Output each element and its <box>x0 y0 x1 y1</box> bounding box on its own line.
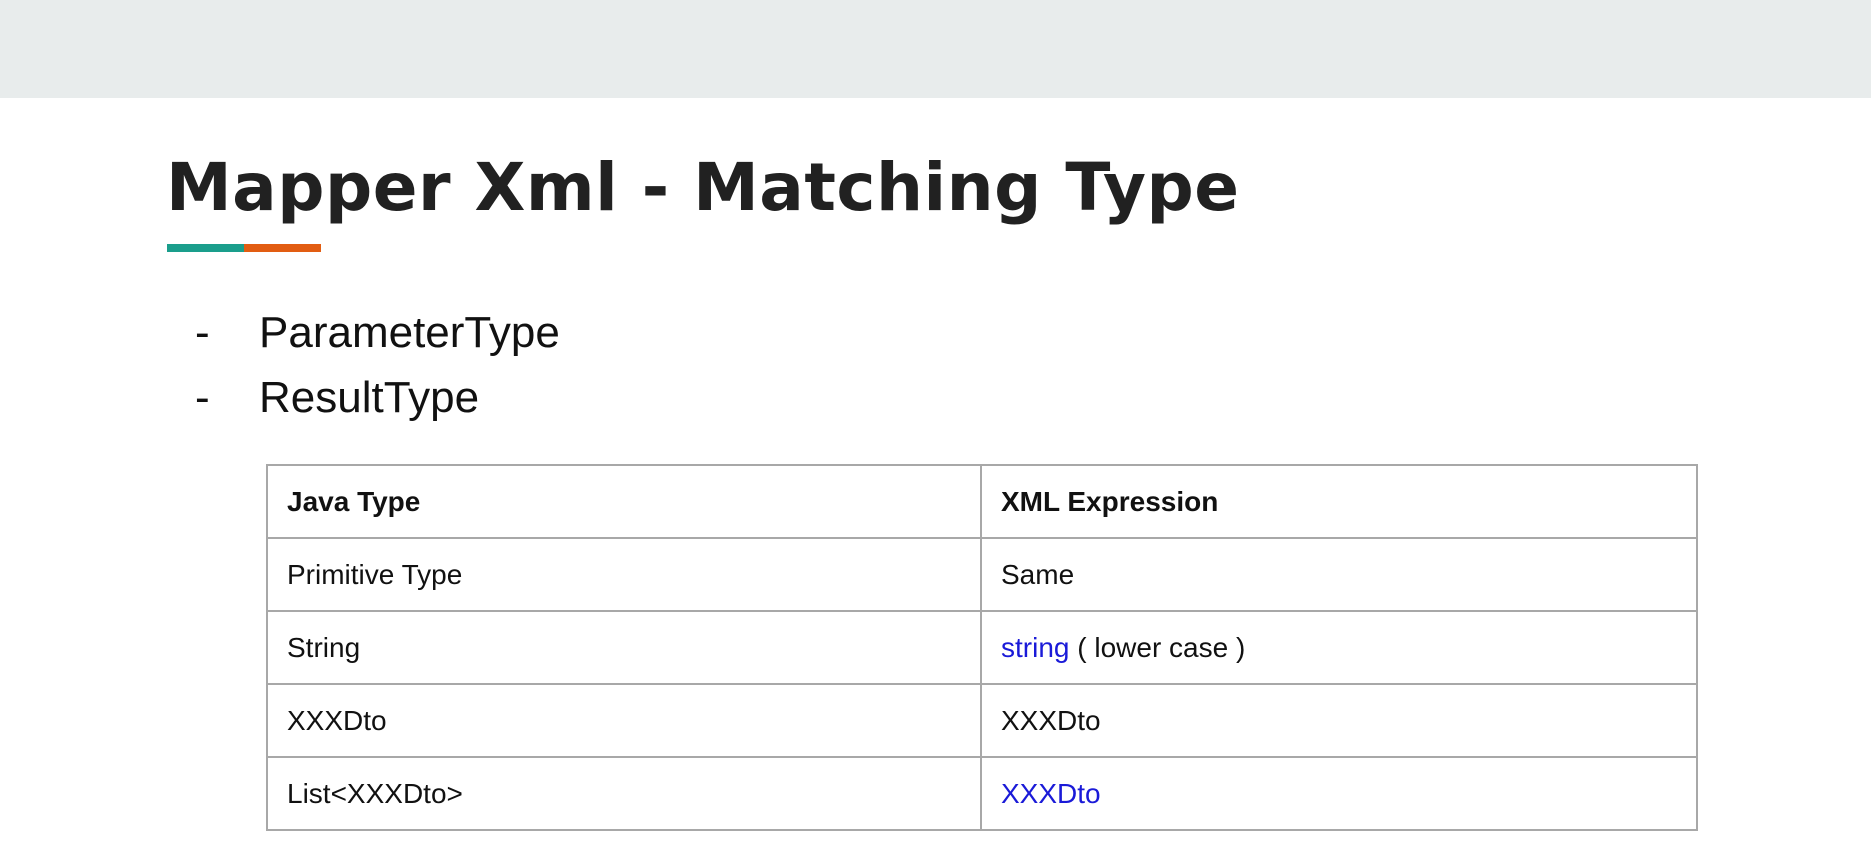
top-band <box>0 0 1871 98</box>
bullet-text: ParameterType <box>259 308 560 357</box>
xml-expression-value: Same <box>1001 558 1075 590</box>
table-header-row: Java Type XML Expression <box>266 464 1698 539</box>
bullet-text: ResultType <box>259 373 480 422</box>
xml-expression-value: string <box>1001 631 1070 663</box>
bullet-item-parametertype: -ParameterType <box>195 300 560 365</box>
header-xml-expression: XML Expression <box>980 464 1698 539</box>
bullet-marker: - <box>195 373 210 422</box>
bullet-marker: - <box>195 308 210 357</box>
table-row: XXXDto XXXDto <box>266 683 1698 758</box>
java-type-cell: String <box>266 610 982 685</box>
xml-expression-cell: Same <box>980 537 1698 612</box>
java-type-cell: XXXDto <box>266 683 982 758</box>
xml-expression-cell: string ( lower case ) <box>980 610 1698 685</box>
bullet-item-resulttype: -ResultType <box>195 365 560 430</box>
xml-expression-value: XXXDto <box>1001 704 1101 736</box>
table-row: List<XXXDto> XXXDto <box>266 756 1698 831</box>
xml-expression-cell: XXXDto <box>980 683 1698 758</box>
bullet-list: -ParameterType -ResultType <box>195 300 560 430</box>
xml-expression-cell: XXXDto <box>980 756 1698 831</box>
table-row: String string ( lower case ) <box>266 610 1698 685</box>
table-row: Primitive Type Same <box>266 537 1698 612</box>
xml-expression-value: XXXDto <box>1001 777 1101 809</box>
xml-expression-note: ( lower case ) <box>1069 631 1246 663</box>
java-type-cell: Primitive Type <box>266 537 982 612</box>
header-java-type: Java Type <box>266 464 982 539</box>
underline-teal-segment <box>167 244 244 252</box>
java-type-cell: List<XXXDto> <box>266 756 982 831</box>
underline-orange-segment <box>244 244 321 252</box>
title-underline <box>167 244 321 252</box>
slide-title: Mapper Xml - Matching Type <box>166 149 1240 226</box>
type-mapping-table: Java Type XML Expression Primitive Type … <box>266 464 1698 831</box>
